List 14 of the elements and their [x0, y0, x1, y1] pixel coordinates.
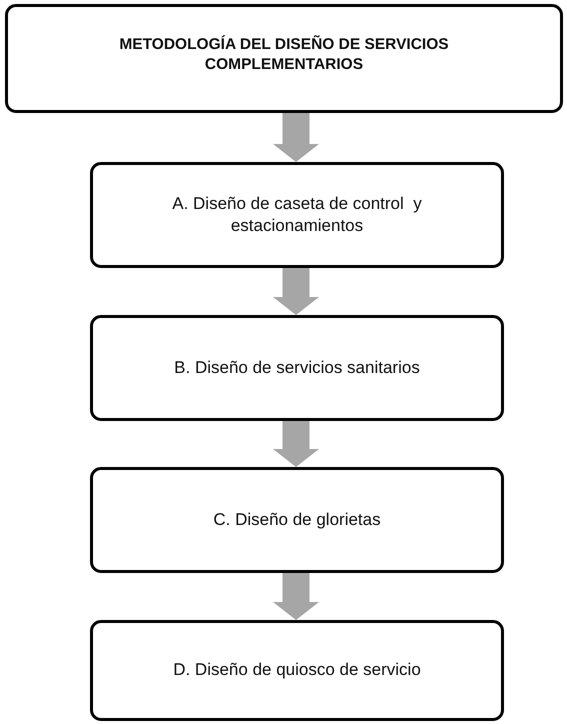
- heading-text: METODOLOGÍA DEL DISEÑO DE SERVICIOS COMPLEMENTARIOS: [118, 35, 450, 76]
- arrow: [273, 268, 319, 315]
- step-text: A. Diseño de caseta de control y estacionamientos: [171, 192, 423, 237]
- arrow: [273, 113, 319, 162]
- arrow: [273, 573, 319, 620]
- arrow: [273, 421, 319, 467]
- process-box: [90, 162, 504, 268]
- process-box: [90, 467, 504, 573]
- step-text: B. Diseño de servicios sanitarios: [174, 356, 420, 379]
- process-box: [90, 315, 504, 421]
- process-box: [90, 620, 504, 721]
- step-text: C. Diseño de glorietas: [213, 508, 381, 531]
- step-text: D. Diseño de quiosco de servicio: [173, 659, 421, 682]
- title-box: [5, 4, 563, 113]
